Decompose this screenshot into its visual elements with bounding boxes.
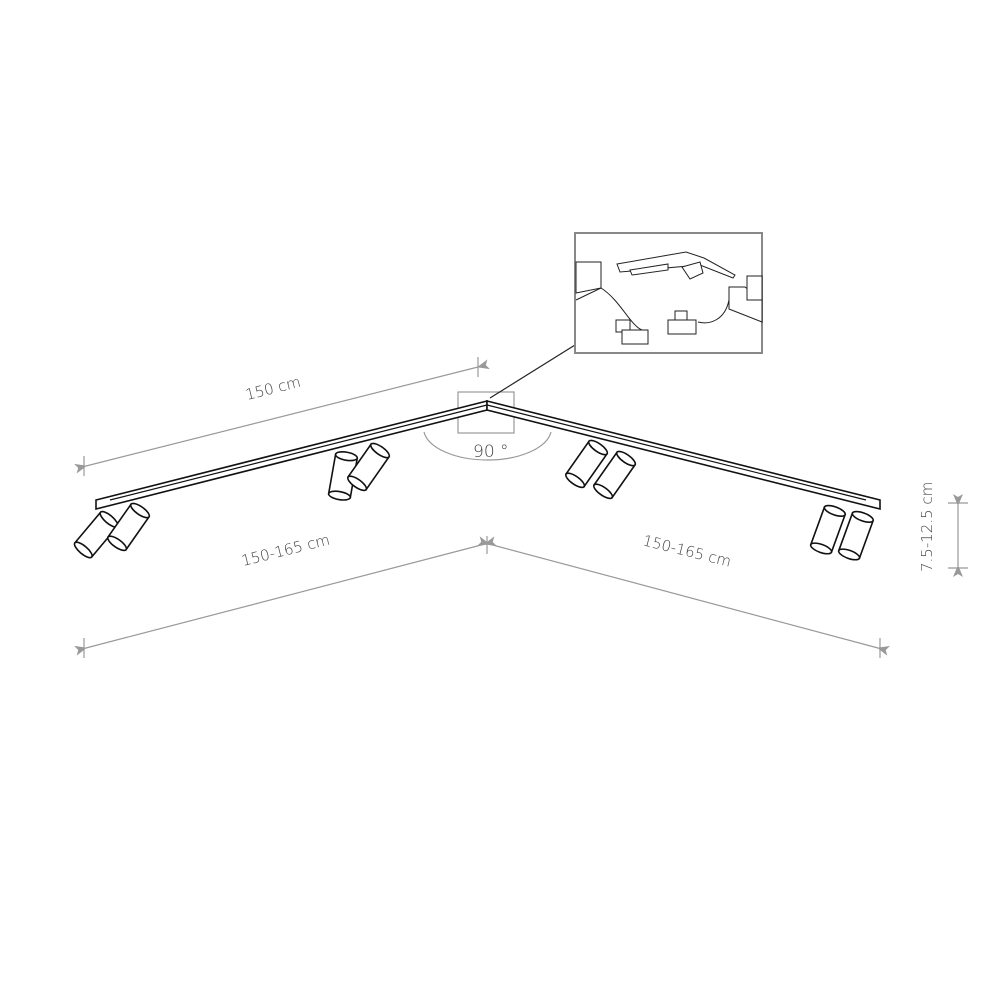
label-top-length: 150 cm bbox=[244, 373, 303, 404]
angle-indicator: 90 ° bbox=[423, 344, 576, 462]
spotlight bbox=[592, 450, 637, 500]
label-angle: 90 ° bbox=[473, 442, 509, 462]
spotlight bbox=[346, 442, 391, 492]
label-height: 7.5-12.5 cm bbox=[918, 482, 936, 572]
label-left-span: 150-165 cm bbox=[240, 531, 332, 570]
track-rail-right bbox=[486, 399, 881, 511]
spotlight bbox=[564, 439, 609, 489]
corner-connector-detail bbox=[574, 232, 763, 354]
dimension-height: 7.5-12.5 cm bbox=[918, 482, 968, 577]
dimension-left-span: 150-165 cm bbox=[74, 531, 497, 658]
track-rail-left bbox=[95, 399, 488, 511]
spotlight bbox=[327, 451, 359, 501]
label-right-span: 150-165 cm bbox=[641, 531, 733, 570]
